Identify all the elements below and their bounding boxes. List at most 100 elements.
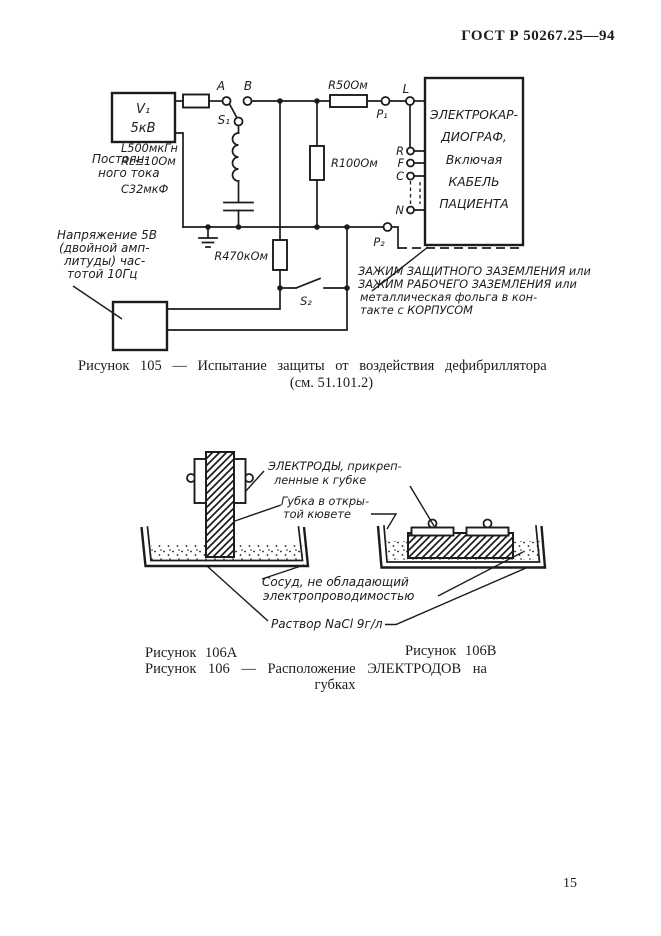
label-term-n: N bbox=[396, 204, 405, 217]
charge-switch-s1: A B S₁ bbox=[174, 79, 253, 127]
gen-label-line4: тотой 10Гц bbox=[67, 267, 137, 281]
ecg-text-line2: ДИОГРАФ, bbox=[440, 130, 507, 144]
label-b: B bbox=[244, 79, 252, 93]
generator-pointer-line bbox=[72, 285, 123, 320]
tray-a-inner-wall bbox=[146, 526, 304, 562]
label-capacitance: C32мкФ bbox=[121, 183, 169, 196]
terminal-c bbox=[406, 171, 415, 181]
terminal-p1 bbox=[380, 96, 391, 106]
label-term-f: F bbox=[398, 157, 405, 170]
sponge-label-line2: той кювете bbox=[283, 508, 351, 521]
label-p2: P₂ bbox=[373, 236, 385, 249]
terminal-f bbox=[406, 158, 415, 168]
gen-label-line3: литуды) час- bbox=[63, 254, 145, 268]
figure-106a-caption: Рисунок 106А bbox=[145, 645, 238, 661]
earth-symbol bbox=[198, 226, 218, 248]
dc-label-line1: Постоян- bbox=[92, 152, 149, 166]
ground-bus: P₂ bbox=[174, 132, 523, 249]
generator-box bbox=[111, 300, 169, 352]
switch-s2-blade bbox=[294, 277, 322, 290]
resistor-r50 bbox=[329, 94, 368, 108]
vessel-label-line2: электропроводимостью bbox=[263, 589, 414, 603]
label-term-l: L bbox=[403, 82, 410, 96]
ecg-text-line5: ПАЦИЕНТА bbox=[439, 197, 508, 211]
r100-branch: R100Ом bbox=[309, 100, 378, 228]
electrodes-label-line2: ленные к губке bbox=[273, 474, 366, 487]
sponge-pointer-right bbox=[371, 513, 398, 530]
terminal-r bbox=[406, 146, 415, 156]
hv-source-box: V₁ 5кВ Постоян- ного тока bbox=[92, 91, 177, 180]
charging-resistor bbox=[182, 93, 210, 109]
electrode-plate-b2 bbox=[465, 526, 510, 537]
resistor-r100 bbox=[309, 145, 325, 181]
solution-pointer-right bbox=[385, 567, 527, 626]
gen-label-line2: (двойной амп- bbox=[59, 241, 150, 255]
figure-105-caption: Рисунок 105 — Испытание защиты от воздей… bbox=[78, 358, 547, 374]
signal-injection-branch: R470кОм S₂ Напряжение 5В (двойной амп- л… bbox=[57, 100, 350, 352]
label-term-c: C bbox=[396, 170, 404, 183]
tray-b bbox=[376, 518, 547, 569]
terminal-l bbox=[405, 96, 415, 106]
label-term-r: R bbox=[396, 145, 404, 158]
electrodes-pointer-right bbox=[409, 485, 435, 527]
contact-a bbox=[221, 96, 232, 106]
sponge-pointer-left bbox=[234, 504, 282, 522]
electrodes-label-line1: ЭЛЕКТРОДЫ, прикреп- bbox=[267, 460, 402, 473]
terminal-n bbox=[406, 205, 415, 215]
figure-106-annotations: ЭЛЕКТРОДЫ, прикреп- ленные к губке Губка… bbox=[206, 460, 527, 631]
electrode-plate-right bbox=[233, 458, 247, 504]
tray-b-outer-wall bbox=[376, 525, 547, 569]
hv-source-v-label: V₁ bbox=[136, 102, 150, 117]
capacitor bbox=[223, 201, 254, 212]
solution-label: Раствор NaCl 9г/л bbox=[271, 617, 383, 631]
top-rail: R50Ом P₁ L bbox=[250, 79, 426, 121]
gen-label-line1: Напряжение 5В bbox=[57, 228, 157, 242]
contact-s1 bbox=[233, 116, 244, 127]
lc-branch: L500мкГн Rʟ≤10Ом C32мкФ bbox=[121, 124, 254, 228]
ecg-text-line4: КАБЕЛЬ bbox=[448, 175, 499, 189]
figure-106-diagram: ЭЛЕКТРОДЫ, прикреп- ленные к губке Губка… bbox=[140, 451, 547, 631]
vessel-pointer-left bbox=[261, 564, 305, 580]
label-s1: S₁ bbox=[218, 113, 231, 127]
figure-105-caption-ref: (см. 51.101.2) bbox=[289, 375, 374, 391]
dc-label-line2: ного тока bbox=[98, 166, 160, 180]
figure-105-circuit: V₁ 5кВ Постоян- ного тока A B S₁ L500мкГ… bbox=[57, 76, 591, 352]
label-r50: R50Ом bbox=[328, 79, 368, 92]
page-header: ГОСТ Р 50267.25—94 bbox=[461, 28, 615, 44]
electrodes-pointer-left bbox=[244, 470, 265, 493]
sponge-label-line1: Губка в откры- bbox=[281, 495, 369, 508]
ecg-box: ЭЛЕКТРОКАР- ДИОГРАФ, Включая КАБЕЛЬ ПАЦИ… bbox=[423, 76, 525, 247]
label-s2: S₂ bbox=[300, 295, 312, 308]
ecg-lead-terminals: R F C N bbox=[396, 104, 426, 217]
electrode-plate-left bbox=[193, 458, 207, 504]
vessel-pointer-right bbox=[437, 551, 524, 597]
figure-106b-caption: Рисунок 106В bbox=[405, 643, 497, 659]
inductor bbox=[231, 132, 240, 182]
earth-clamp-annotation: ЗАЖИМ ЗАЩИТНОГО ЗАЗЕМЛЕНИЯ или ЗАЖИМ РАБ… bbox=[358, 246, 591, 317]
label-r100: R100Ом bbox=[331, 157, 378, 170]
tray-b-inner-wall bbox=[383, 525, 541, 563]
terminal-p2 bbox=[382, 222, 393, 232]
earth-label-line1: ЗАЖИМ ЗАЩИТНОГО ЗАЗЕМЛЕНИЯ или bbox=[358, 265, 591, 278]
contact-b bbox=[242, 96, 253, 106]
earth-label-line2: ЗАЖИМ РАБОЧЕГО ЗАЗЕМЛЕНИЯ или bbox=[358, 278, 577, 291]
resistor-r470k bbox=[272, 239, 288, 271]
ecg-text-line1: ЭЛЕКТРОКАР- bbox=[429, 108, 518, 122]
hv-source-kv-label: 5кВ bbox=[130, 121, 155, 136]
vessel-label-line1: Сосуд, не обладающий bbox=[262, 575, 409, 589]
label-r470k: R470кОм bbox=[214, 250, 268, 263]
tray-a-outer-wall bbox=[140, 526, 310, 568]
solution-pointer-left bbox=[206, 565, 269, 622]
figure-106-caption-main2: губках bbox=[314, 677, 356, 693]
electrode-plate-b1 bbox=[410, 526, 455, 537]
electrode-knob-b2 bbox=[482, 518, 493, 529]
page-number: 15 bbox=[563, 876, 577, 891]
figure-106-caption-main: Рисунок 106 — Расположение ЭЛЕКТРОДОВ на bbox=[145, 661, 487, 677]
earth-label-line4: такте с КОРПУСОМ bbox=[360, 304, 473, 317]
label-inductor-resistance: Rʟ≤10Ом bbox=[121, 155, 176, 168]
label-inductance: L500мкГн bbox=[121, 142, 178, 155]
earth-clamp-pointer bbox=[371, 246, 429, 292]
ecg-text-line3: Включая bbox=[446, 153, 502, 167]
label-a: A bbox=[216, 79, 225, 93]
